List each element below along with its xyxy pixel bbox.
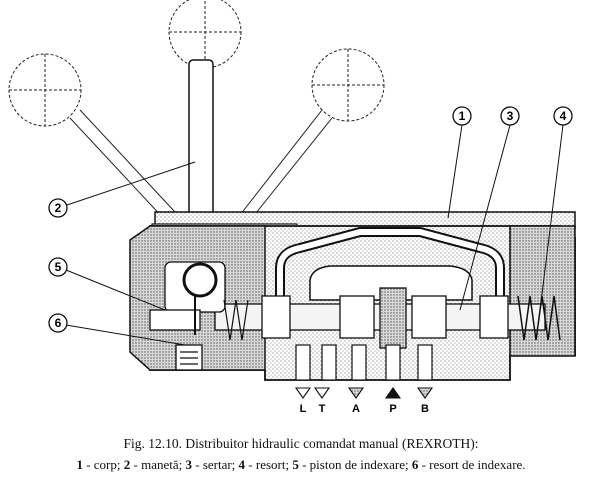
lever-ghost-right <box>239 48 385 219</box>
callout-6: 6 <box>48 313 68 333</box>
leader-lines <box>65 124 564 346</box>
callout-label: 5 <box>55 260 62 274</box>
port-T: T <box>313 387 331 415</box>
caption-title: Fig. 12.10. Distribuitor hidraulic coman… <box>123 436 479 451</box>
callout-label: 2 <box>55 201 62 215</box>
callout-2: 2 <box>48 198 68 218</box>
lever-ghost-left <box>8 53 176 221</box>
legend-item: 5 - piston de indexare; <box>292 457 412 472</box>
port-label: A <box>352 403 360 415</box>
legend-item: 3 - sertar; <box>185 457 239 472</box>
port-label: L <box>300 403 307 415</box>
callout-label: 6 <box>55 316 62 330</box>
port-label: T <box>319 403 326 415</box>
figure-legend: 1 - corp; 2 - manetă; 3 - sertar; 4 - re… <box>0 457 602 473</box>
port-P: P <box>384 387 402 415</box>
port-label: P <box>389 403 396 415</box>
callout-5: 5 <box>48 257 68 277</box>
callout-3: 3 <box>500 106 520 126</box>
port-B: B <box>416 387 434 415</box>
port-label: B <box>421 403 429 415</box>
left-spring <box>223 299 249 341</box>
legend-item: 2 - manetă; <box>123 457 186 472</box>
callout-4: 4 <box>553 106 573 126</box>
lever-ghost-top <box>168 0 242 69</box>
legend-item: 4 - resort; <box>238 457 293 472</box>
legend-item: 1 - corp; <box>76 457 124 472</box>
callout-label: 1 <box>459 109 466 123</box>
port-L: L <box>294 387 312 415</box>
port-channels <box>295 344 433 381</box>
callout-1: 1 <box>452 106 472 126</box>
valve-diagram: 1 3 4 2 5 6 L T A P B <box>8 0 576 415</box>
port-A: A <box>347 387 365 415</box>
legend-item: 6 - resort de indexare. <box>411 457 526 472</box>
callout-label: 4 <box>560 109 567 123</box>
center-chamber <box>309 265 473 301</box>
spring <box>517 295 561 341</box>
indexing-piston <box>149 261 226 335</box>
figure-caption: Fig. 12.10. Distribuitor hidraulic coman… <box>0 436 602 452</box>
indexing-spring <box>175 344 203 371</box>
lever-handle <box>188 59 214 221</box>
callout-label: 3 <box>507 109 514 123</box>
